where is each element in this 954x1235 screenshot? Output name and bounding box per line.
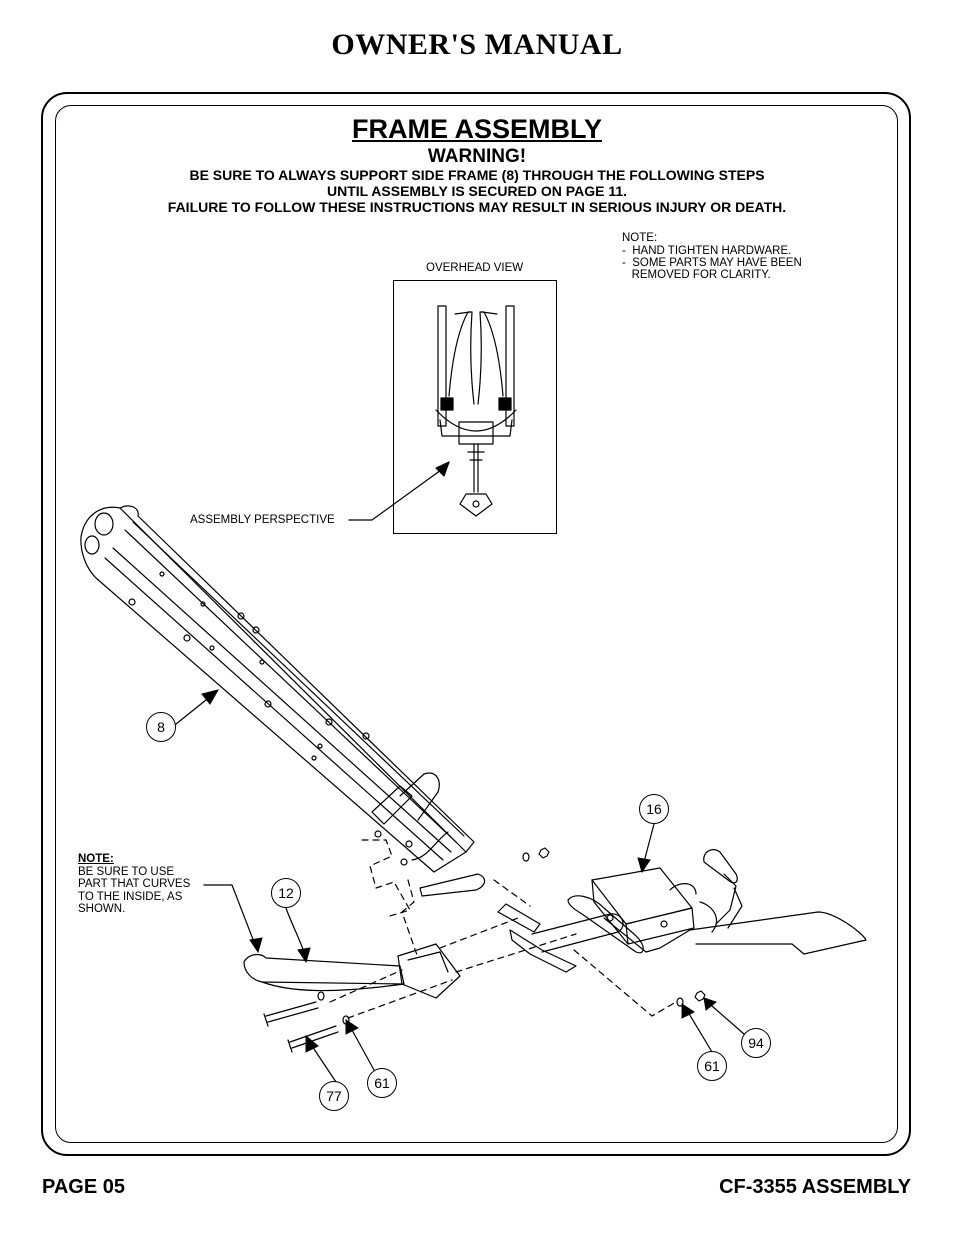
seat-bracket-drawing bbox=[567, 849, 867, 955]
page-border-inner bbox=[55, 105, 898, 1143]
overhead-view-drawing bbox=[348, 305, 517, 521]
arrowheads bbox=[201, 689, 718, 1053]
callout-8: 8 bbox=[146, 712, 176, 742]
curved-member-drawing bbox=[243, 943, 461, 999]
alignment-lines bbox=[329, 839, 677, 1019]
leader-lines bbox=[175, 699, 745, 1083]
callout-77: 77 bbox=[319, 1081, 349, 1111]
curve-note-line-1: BE SURE TO USE bbox=[78, 866, 175, 878]
curve-note-line-4: SHOWN. bbox=[78, 903, 126, 915]
assembly-perspective-label: ASSEMBLY PERSPECTIVE bbox=[190, 514, 335, 526]
warning-title: WARNING! bbox=[427, 146, 527, 167]
callout-61-right: 61 bbox=[697, 1051, 727, 1081]
note-heading: NOTE: bbox=[622, 232, 658, 244]
callout-61-left: 61 bbox=[367, 1068, 397, 1098]
manual-title: OWNER'S MANUAL bbox=[331, 28, 623, 61]
curve-note-line-2: PART THAT CURVES bbox=[78, 878, 191, 890]
curve-note-heading: NOTE: bbox=[78, 853, 114, 865]
callout-12: 12 bbox=[271, 878, 301, 908]
warning-line-1: BE SURE TO ALWAYS SUPPORT SIDE FRAME (8)… bbox=[189, 167, 765, 183]
callout-94: 94 bbox=[741, 1028, 771, 1058]
hardware-drawing bbox=[263, 847, 706, 1053]
overhead-view-label: OVERHEAD VIEW bbox=[426, 262, 524, 274]
page-border-outer bbox=[41, 92, 911, 1156]
note-line-3: REMOVED FOR CLARITY. bbox=[622, 269, 771, 281]
model-label: CF-3355 ASSEMBLY bbox=[719, 1176, 911, 1198]
section-title: FRAME ASSEMBLY bbox=[351, 114, 603, 144]
warning-line-2: UNTIL ASSEMBLY IS SECURED ON PAGE 11. bbox=[326, 183, 628, 199]
note-line-1: - HAND TIGHTEN HARDWARE. bbox=[622, 245, 792, 257]
curve-note-line-3: TO THE INSIDE, AS bbox=[78, 891, 183, 903]
note-line-2: - SOME PARTS MAY HAVE BEEN bbox=[622, 257, 802, 269]
warning-line-3: FAILURE TO FOLLOW THESE INSTRUCTIONS MAY… bbox=[167, 199, 787, 215]
overhead-view-box bbox=[393, 280, 557, 534]
page-number: PAGE 05 bbox=[42, 1176, 125, 1198]
callout-16: 16 bbox=[639, 794, 669, 824]
side-frame-drawing bbox=[80, 505, 486, 897]
